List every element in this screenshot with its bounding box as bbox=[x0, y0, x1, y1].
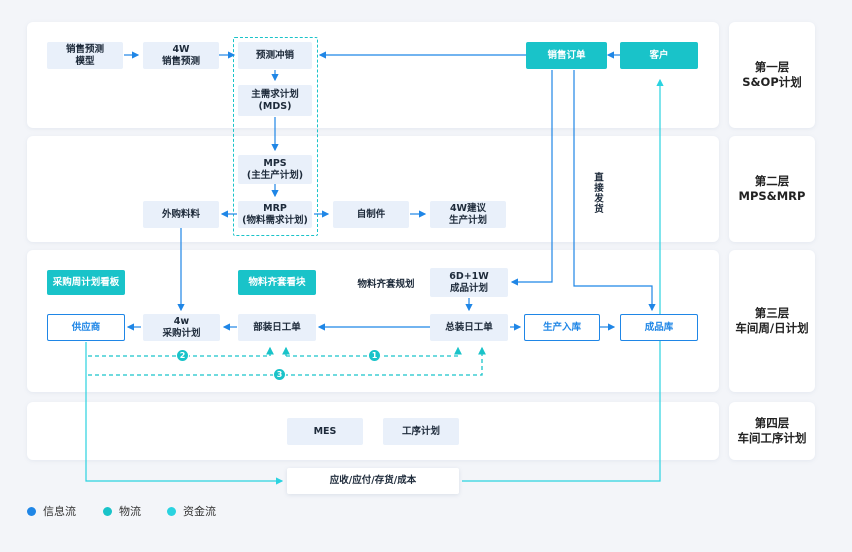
node-sales-forecast-model[interactable]: 销售预测 模型 bbox=[47, 42, 123, 69]
node-sales-order[interactable]: 销售订单 bbox=[526, 42, 607, 69]
legend-logistics: 物流 bbox=[103, 503, 141, 519]
layer-label-4-line2: 车间工序计划 bbox=[737, 431, 807, 445]
layer-label-3-line1: 第三层 bbox=[754, 306, 790, 320]
node-4w-suggested-plan[interactable]: 4W建议 生产计划 bbox=[430, 201, 506, 228]
label-material-kit-planning: 物料齐套规划 bbox=[357, 278, 415, 290]
legend-dot-logistics bbox=[103, 506, 112, 516]
layer-band-4 bbox=[27, 402, 719, 460]
node-master-demand-plan[interactable]: 主需求计划 (MDS) bbox=[238, 85, 312, 116]
layer-label-2-line2: MPS&MRP bbox=[738, 189, 806, 203]
legend-dot-funds bbox=[167, 506, 176, 516]
node-6d1w-finished-plan[interactable]: 6D+1W 成品计划 bbox=[430, 268, 508, 297]
node-process-plan[interactable]: 工序计划 bbox=[383, 418, 459, 445]
node-4w-sales-forecast[interactable]: 4W 销售预测 bbox=[143, 42, 219, 69]
layer-label-4-line1: 第四层 bbox=[754, 416, 790, 430]
label-direct-shipping: 直接发货 bbox=[592, 172, 603, 214]
node-mps[interactable]: MPS (主生产计划) bbox=[238, 155, 312, 184]
node-outsourced-material[interactable]: 外购料料 bbox=[143, 201, 219, 228]
planning-group-frame bbox=[233, 37, 318, 236]
legend-label-logistics: 物流 bbox=[119, 505, 141, 518]
layer-label-3-line2: 车间周/日计划 bbox=[735, 321, 809, 335]
node-component-daily-order[interactable]: 部装日工单 bbox=[238, 314, 316, 341]
layer-label-1-line2: S&OP计划 bbox=[742, 75, 802, 89]
layer-label-1: 第一层 S&OP计划 bbox=[729, 22, 815, 128]
node-mrp[interactable]: MRP (物料需求计划) bbox=[238, 201, 312, 228]
node-production-inbound[interactable]: 生产入库 bbox=[524, 314, 600, 341]
layer-band-1 bbox=[27, 22, 719, 128]
layer-label-4: 第四层 车间工序计划 bbox=[729, 402, 815, 460]
flow-badge-2: 2 bbox=[176, 349, 189, 362]
node-final-assembly-daily-order[interactable]: 总装日工单 bbox=[430, 314, 508, 341]
node-mes[interactable]: MES bbox=[287, 418, 363, 445]
node-finance-ledger[interactable]: 应收/应付/存货/成本 bbox=[287, 468, 459, 494]
layer-label-3: 第三层 车间周/日计划 bbox=[729, 250, 815, 392]
node-material-kit-block[interactable]: 物料齐套看块 bbox=[238, 270, 316, 295]
layer-label-1-line1: 第一层 bbox=[754, 60, 790, 74]
legend-label-funds: 资金流 bbox=[183, 505, 216, 518]
legend-dot-info-flow bbox=[27, 506, 36, 516]
node-purchase-weekly-board[interactable]: 采购周计划看板 bbox=[47, 270, 125, 295]
node-customer[interactable]: 客户 bbox=[620, 42, 698, 69]
node-finished-goods-warehouse[interactable]: 成品库 bbox=[620, 314, 698, 341]
node-4w-purchase-plan[interactable]: 4w 采购计划 bbox=[143, 314, 220, 341]
layer-label-2: 第二层 MPS&MRP bbox=[729, 136, 815, 242]
node-self-made[interactable]: 自制件 bbox=[333, 201, 409, 228]
legend-info-flow: 信息流 bbox=[27, 503, 76, 519]
legend-funds: 资金流 bbox=[167, 503, 216, 519]
layer-label-2-line1: 第二层 bbox=[754, 174, 790, 188]
layer-band-3 bbox=[27, 250, 719, 392]
node-supplier[interactable]: 供应商 bbox=[47, 314, 125, 341]
legend-label-info-flow: 信息流 bbox=[43, 505, 76, 518]
node-forecast-offset[interactable]: 预测冲销 bbox=[238, 42, 312, 69]
flow-badge-3: 3 bbox=[273, 368, 286, 381]
flow-badge-1: 1 bbox=[368, 349, 381, 362]
